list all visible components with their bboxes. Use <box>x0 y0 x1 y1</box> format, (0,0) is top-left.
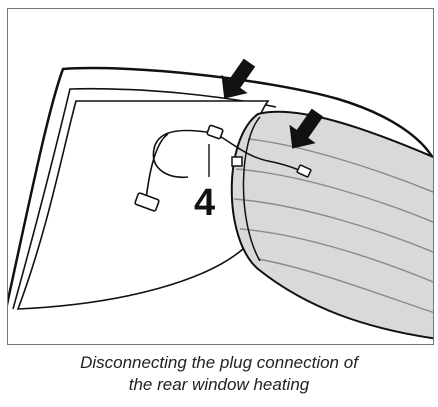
plug-connector-icon <box>134 192 160 212</box>
wiring-harness <box>145 129 304 200</box>
rolled-shade <box>230 110 433 340</box>
caption-line-2: the rear window heating <box>128 375 310 394</box>
rear-window-illustration <box>8 58 433 344</box>
trim-inner-line <box>12 87 277 310</box>
callout-number: 4 <box>194 182 216 224</box>
illustration-frame: 4 <box>7 8 434 345</box>
caption-line-1: Disconnecting the plug connection of <box>80 353 358 372</box>
plug-connector-icon <box>231 156 243 167</box>
down-arrow-icon <box>289 108 324 149</box>
plug-connector-icon <box>296 164 312 178</box>
down-arrow-icon <box>221 58 256 99</box>
plug-connector-icon <box>206 124 224 140</box>
figure-caption: Disconnecting the plug connection of the… <box>0 352 438 396</box>
